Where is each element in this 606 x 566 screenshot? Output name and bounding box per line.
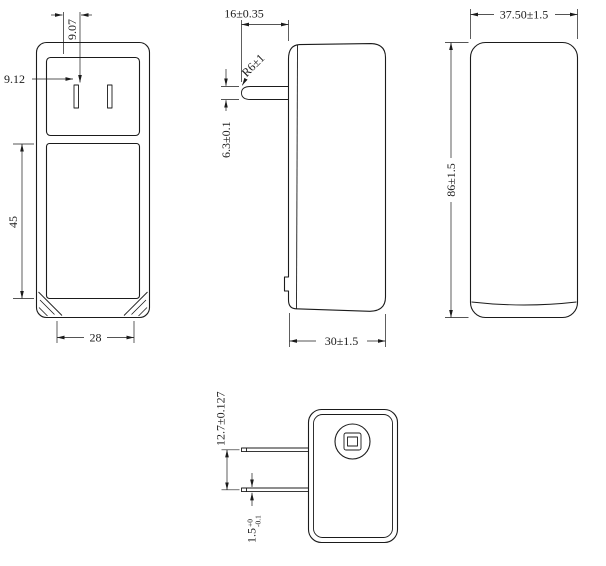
front-corner-chamfer-left bbox=[38, 291, 63, 316]
dim-label: 9.12 bbox=[4, 72, 25, 86]
front-body-outline bbox=[35, 41, 151, 319]
front-face-plate bbox=[45, 56, 141, 137]
dim-label: 16±0.35 bbox=[224, 7, 264, 21]
front-dim-prong-horizontal-offset: 9.12 bbox=[4, 72, 74, 86]
bottom-port-inner bbox=[347, 436, 358, 447]
front-corner-hatch-left bbox=[38, 299, 55, 317]
side-body-outline bbox=[283, 43, 387, 312]
bottom-port-circle bbox=[334, 423, 371, 460]
dim-label: 9.07 bbox=[65, 19, 79, 40]
bottom-dim-prong-thickness: 1.5 +0 -0.1 bbox=[245, 473, 263, 543]
leader-line bbox=[241, 77, 248, 86]
side-view: 16±0.35 R6±1 6.3±0.1 30±1.5 bbox=[219, 7, 387, 348]
bottom-view: 12.7±0.127 1.5 +0 -0.1 bbox=[214, 391, 399, 544]
side-dim-body-depth: 30±1.5 bbox=[289, 313, 386, 348]
front-view: 9.07 9.12 45 28 bbox=[4, 12, 151, 345]
front-corner-hatch-right bbox=[131, 299, 148, 317]
back-dim-width: 37.50±1.5 bbox=[470, 8, 578, 39]
dim-label-tol-plus: +0 bbox=[245, 519, 254, 527]
dim-label: 28 bbox=[90, 331, 102, 345]
dim-label-tol-minus: -0.1 bbox=[254, 515, 263, 527]
dim-label: 37.50±1.5 bbox=[500, 8, 549, 22]
back-body-outline bbox=[469, 41, 579, 319]
bottom-prong-upper bbox=[241, 447, 309, 453]
bottom-body-outline bbox=[307, 408, 399, 544]
dim-label: 6.3±0.1 bbox=[219, 121, 233, 158]
front-dim-prong-vertical-offset: 9.07 bbox=[51, 12, 92, 83]
front-corner-chamfer-right bbox=[123, 291, 148, 316]
dim-label: 30±1.5 bbox=[325, 334, 359, 348]
bottom-inner-outline bbox=[313, 414, 393, 538]
dim-label-value: 1.5 bbox=[245, 528, 259, 543]
front-label-recess bbox=[45, 142, 141, 300]
front-dim-lower-height: 45 bbox=[6, 143, 34, 299]
bottom-prong-lower bbox=[241, 487, 309, 493]
back-dim-height: 86±1.5 bbox=[444, 42, 469, 318]
side-parting-line bbox=[296, 44, 298, 309]
dim-label: 45 bbox=[6, 216, 20, 228]
side-dim-prong-length: 16±0.35 bbox=[224, 7, 289, 82]
back-view: 37.50±1.5 86±1.5 bbox=[444, 8, 579, 319]
side-dim-prong-width: 6.3±0.1 bbox=[219, 69, 239, 158]
dim-label: R6±1 bbox=[239, 51, 268, 80]
side-dim-tip-radius: R6±1 bbox=[239, 51, 268, 86]
dim-label: 12.7±0.127 bbox=[214, 391, 228, 446]
front-prong-slot-right bbox=[107, 84, 113, 109]
front-prong-slot-left bbox=[73, 84, 79, 109]
bottom-dim-prong-spacing: 12.7±0.127 bbox=[214, 391, 240, 491]
bottom-port-square bbox=[343, 432, 362, 451]
back-parting-line bbox=[471, 301, 577, 306]
front-dim-width: 28 bbox=[56, 321, 135, 345]
dim-label: 86±1.5 bbox=[444, 163, 458, 197]
side-prong bbox=[241, 86, 289, 100]
